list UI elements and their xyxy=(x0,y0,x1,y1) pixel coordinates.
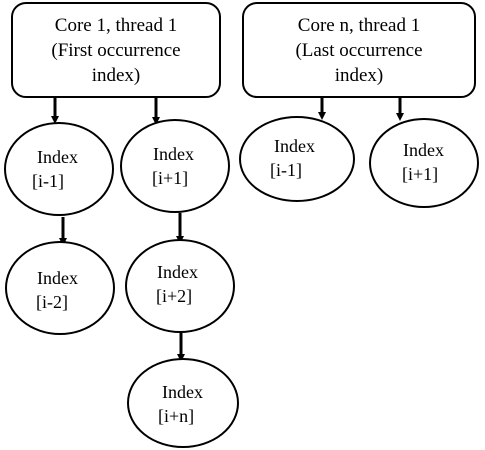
index-node-i+1-core-n-ellipse xyxy=(369,118,479,208)
core-1-box-line-2: (First occurrence xyxy=(51,40,180,61)
index-node-i-1-ellipse xyxy=(4,122,114,216)
index-node-i+1-ellipse xyxy=(120,119,230,213)
index-node-i-2: Index [i-2] xyxy=(5,241,115,335)
index-node-i+2-ellipse xyxy=(125,239,235,333)
arrows xyxy=(51,97,404,362)
core-n-box-line-2: (Last occurrence xyxy=(295,40,422,61)
index-node-i-1: Index [i-1] xyxy=(4,122,114,216)
index-node-i-2-label: Index xyxy=(37,268,78,288)
core-1-box: Core 1, thread 1 (First occurrence index… xyxy=(11,2,221,98)
index-node-i-1-core-n: Index [i-1] xyxy=(239,116,355,202)
core-1-box-line-1: Core 1, thread 1 xyxy=(55,15,177,36)
index-node-i+1-value: [i+1] xyxy=(152,168,188,188)
core-n-box-line-3: index) xyxy=(335,65,384,86)
index-node-i-1-label: Index xyxy=(37,147,78,167)
index-node-i+2: Index [i+2] xyxy=(125,239,235,333)
index-node-i+1-core-n-label: Index xyxy=(403,140,444,160)
index-node-i+1: Index [i+1] xyxy=(120,119,230,213)
index-node-i-1-core-n-ellipse xyxy=(239,116,355,202)
index-node-i-1-core-n-value: [i-1] xyxy=(270,160,302,180)
index-node-i+n-label: Index xyxy=(162,382,203,402)
core-n-box-line-1: Core n, thread 1 xyxy=(298,15,420,36)
core-n-box-border xyxy=(242,2,476,98)
index-node-i-1-value: [i-1] xyxy=(32,171,64,191)
index-node-i+n: Index [i+n] xyxy=(127,358,239,448)
index-node-i+2-label: Index xyxy=(157,262,198,282)
index-node-i+2-value: [i+2] xyxy=(156,286,192,306)
index-node-i-1-core-n-label: Index xyxy=(274,136,315,156)
core-1-box-border xyxy=(11,2,221,98)
index-node-i+n-ellipse xyxy=(127,358,239,448)
index-node-i-2-ellipse xyxy=(5,241,115,335)
index-node-i+1-core-n: Index [i+1] xyxy=(369,118,479,208)
core-n-box: Core n, thread 1 (Last occurrence index) xyxy=(242,2,476,98)
index-node-i+1-label: Index xyxy=(153,144,194,164)
index-node-i-2-value: [i-2] xyxy=(36,292,68,312)
index-node-i+n-value: [i+n] xyxy=(158,406,194,426)
index-node-i+1-core-n-value: [i+1] xyxy=(402,164,438,184)
core-1-box-line-3: index) xyxy=(92,65,141,86)
